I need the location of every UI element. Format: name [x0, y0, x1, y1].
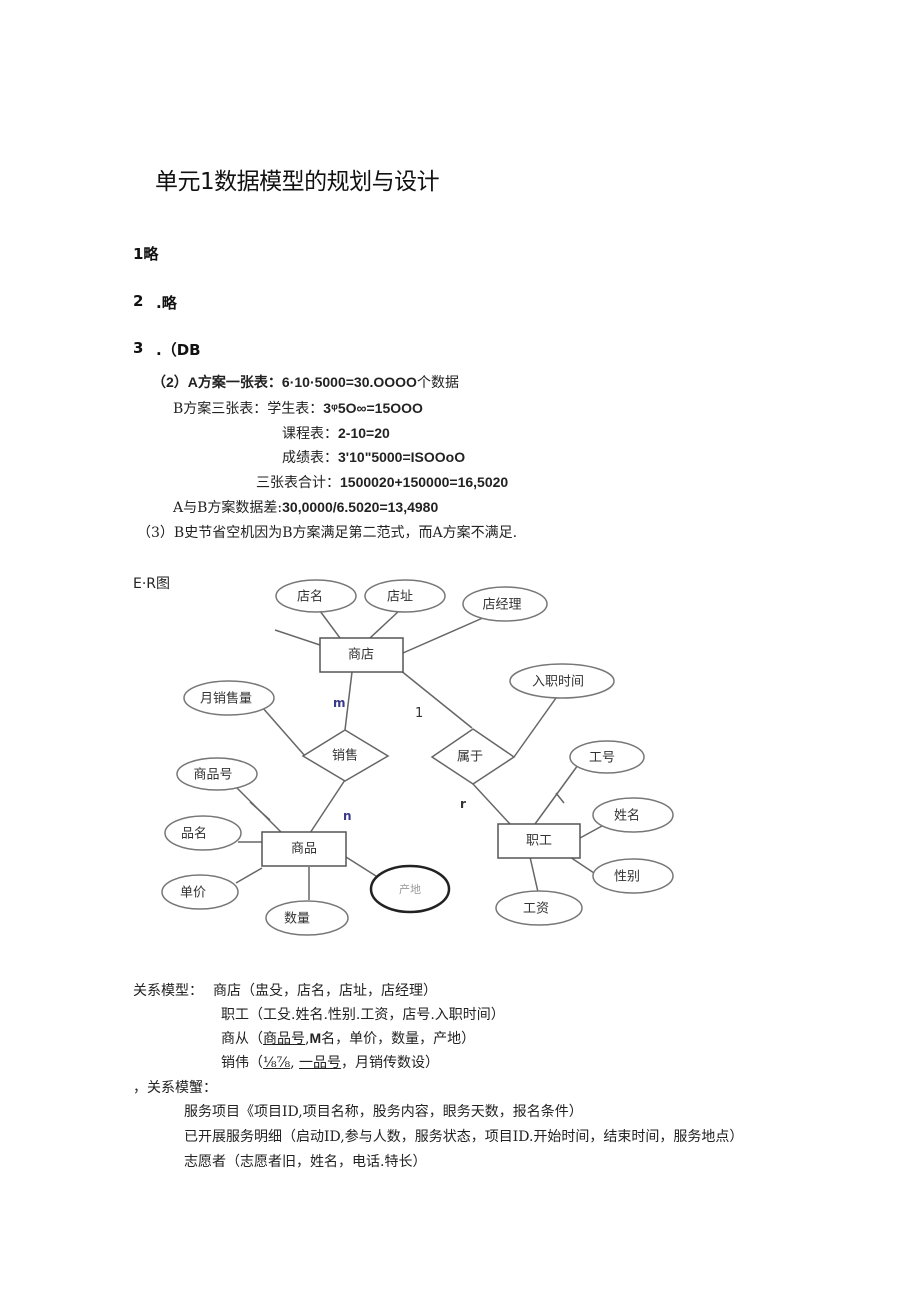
product-bold-letter: M — [309, 1030, 322, 1046]
attr-gender — [592, 858, 674, 894]
cardinality-belong-employee: r — [460, 797, 466, 811]
grade-table-line: 成绩表：3'10"5000=ISOOoO — [282, 447, 465, 467]
relational-row-volunteer: 志愿者（志愿者旧，姓名，电话.特长） — [184, 1154, 427, 1170]
attr-price-label: 单价 — [180, 886, 206, 901]
entity-product-label: 商品 — [291, 842, 317, 857]
part2-prefix: （2） — [152, 374, 188, 390]
diff-calc: 30,0000/6.5020=13,4980 — [282, 499, 439, 515]
attr-emp-name — [592, 797, 674, 833]
course-table-line: 课程表：2-10=20 — [282, 423, 390, 443]
attr-monthly-sales — [183, 680, 275, 716]
scheme-a-suffix: 个数据 — [416, 375, 459, 391]
total-label: 三张表合计： — [256, 475, 340, 491]
attr-hire-time — [509, 663, 615, 699]
attr-quantity-label: 数量 — [284, 912, 310, 927]
answer-2-text: .略 — [156, 294, 177, 312]
answer-3-number: 3 — [133, 339, 144, 357]
relational-model-2-label: ，关系模蟹： — [133, 1080, 217, 1096]
sale-key-1: ⅛⅞ — [263, 1055, 291, 1071]
sale-table-name: 销伟（ — [221, 1055, 263, 1071]
attr-salary-label: 工资 — [523, 902, 549, 917]
er-diagram-label: E·R图 — [133, 576, 171, 592]
attr-quantity — [265, 900, 349, 936]
attr-product-name-label: 品名 — [181, 826, 207, 842]
course-label: 课程表： — [282, 426, 338, 442]
attr-origin — [369, 864, 451, 914]
scheme-a-label: A方案一张表： — [187, 374, 282, 390]
sale-columns: ，月销传数设） — [341, 1055, 440, 1071]
relationship-sale-label: 销售 — [332, 748, 358, 764]
attr-product-no-label: 商品号 — [193, 768, 232, 783]
answer-2-number: 2 — [133, 292, 144, 310]
sale-key-2: 一品号 — [299, 1055, 342, 1071]
answer-1: 1略 — [133, 245, 159, 263]
attr-emp-no — [569, 740, 645, 774]
entity-employee — [497, 823, 581, 859]
entity-shop-label: 商店 — [348, 648, 374, 663]
scheme-b-line: B方案三张表：学生表：3ᵠ5O∞=15OOO — [173, 398, 423, 418]
relationship-belong — [430, 728, 516, 785]
course-calc: 2-10=20 — [338, 425, 390, 441]
attr-salary — [495, 890, 583, 926]
relational-row-sale: 销伟（⅛⅞, 一品号，月销传数设） — [221, 1055, 440, 1071]
relationship-belong-label: 属于 — [457, 750, 483, 765]
attr-gender-label: 性别 — [614, 870, 640, 885]
total-line: 三张表合计：1500020+150000=16,5020 — [256, 472, 508, 492]
attr-emp-name-label: 姓名 — [614, 808, 640, 824]
cardinality-shop-sale: m — [333, 696, 346, 710]
total-calc: 1500020+150000=16,5020 — [340, 474, 509, 490]
attr-monthly-sales-label: 月销售量 — [200, 691, 252, 707]
attr-price — [161, 874, 239, 910]
relational-row-employee: 职工（工殳.姓名.性别.工资，店号.入职时间） — [221, 1007, 505, 1023]
scheme-a-calc: 6·10·5000=30.OOOO — [281, 374, 417, 390]
grade-label: 成绩表： — [282, 450, 338, 466]
entity-employee-label: 职工 — [526, 834, 552, 849]
relationship-sale — [301, 729, 390, 782]
scheme-a-line: （2）A方案一张表：6·10·5000=30.OOOO个数据 — [152, 372, 459, 392]
attr-shop-address — [364, 579, 446, 613]
relational-row-service-detail: 已开展服务明细（启动ID,参与人数，服务状态，项目ID.开始时间，结束时间，服务… — [184, 1129, 744, 1145]
relational-row-shop: 商店（盅殳，店名，店址，店经理） — [213, 983, 437, 999]
part3-text: （3）B史节省空机因为B方案满足第二范式，而A方案不满足. — [137, 525, 518, 541]
product-table-name: 商从（ — [221, 1031, 263, 1047]
relational-model-label: 关系模型： — [133, 983, 203, 999]
product-columns: 名，单价，数量，产地） — [321, 1031, 476, 1047]
attr-shop-name — [275, 579, 357, 613]
er-diagram: 商店 商品 职工 销售 属于 店名 店址 店经理 月销售量 商品号 品名 单价 … — [161, 579, 674, 936]
attr-shop-manager-label: 店经理 — [482, 598, 521, 613]
cardinality-shop-belong: 1 — [415, 706, 423, 721]
answer-3-text: .（DB — [156, 341, 201, 359]
entity-product — [261, 831, 347, 867]
diff-label: A与B方案数据差: — [173, 500, 283, 516]
attr-origin-label: 产地 — [399, 882, 421, 896]
attr-product-name — [164, 815, 242, 851]
relational-row-product: 商从（商品号,M名，单价，数量，产地） — [221, 1030, 476, 1047]
page-title: 单元1数据模型的规划与设计 — [155, 169, 440, 195]
attr-emp-no-label: 工号 — [589, 751, 615, 766]
scheme-b-label: B方案三张表：学生表： — [173, 401, 324, 417]
cardinality-sale-product: n — [343, 809, 352, 823]
entity-shop — [319, 637, 404, 673]
diff-line: A与B方案数据差:30,0000/6.5020=13,4980 — [173, 497, 438, 517]
attr-shop-address-label: 店址 — [387, 590, 413, 605]
attr-shop-manager — [462, 586, 548, 622]
grade-calc: 3'10"5000=ISOOoO — [338, 449, 466, 465]
relational-row-service-item: 服务项目《项目ID,项目名称，股务内容，眼务天数，报名条件） — [184, 1104, 583, 1120]
scheme-b-calc: 3ᵠ5O∞=15OOO — [323, 400, 423, 416]
attr-hire-time-label: 入职时间 — [532, 675, 584, 690]
product-primary-key: 商品号 — [263, 1031, 305, 1047]
attr-shop-name-label: 店名 — [297, 589, 323, 605]
attr-product-no — [176, 757, 258, 791]
